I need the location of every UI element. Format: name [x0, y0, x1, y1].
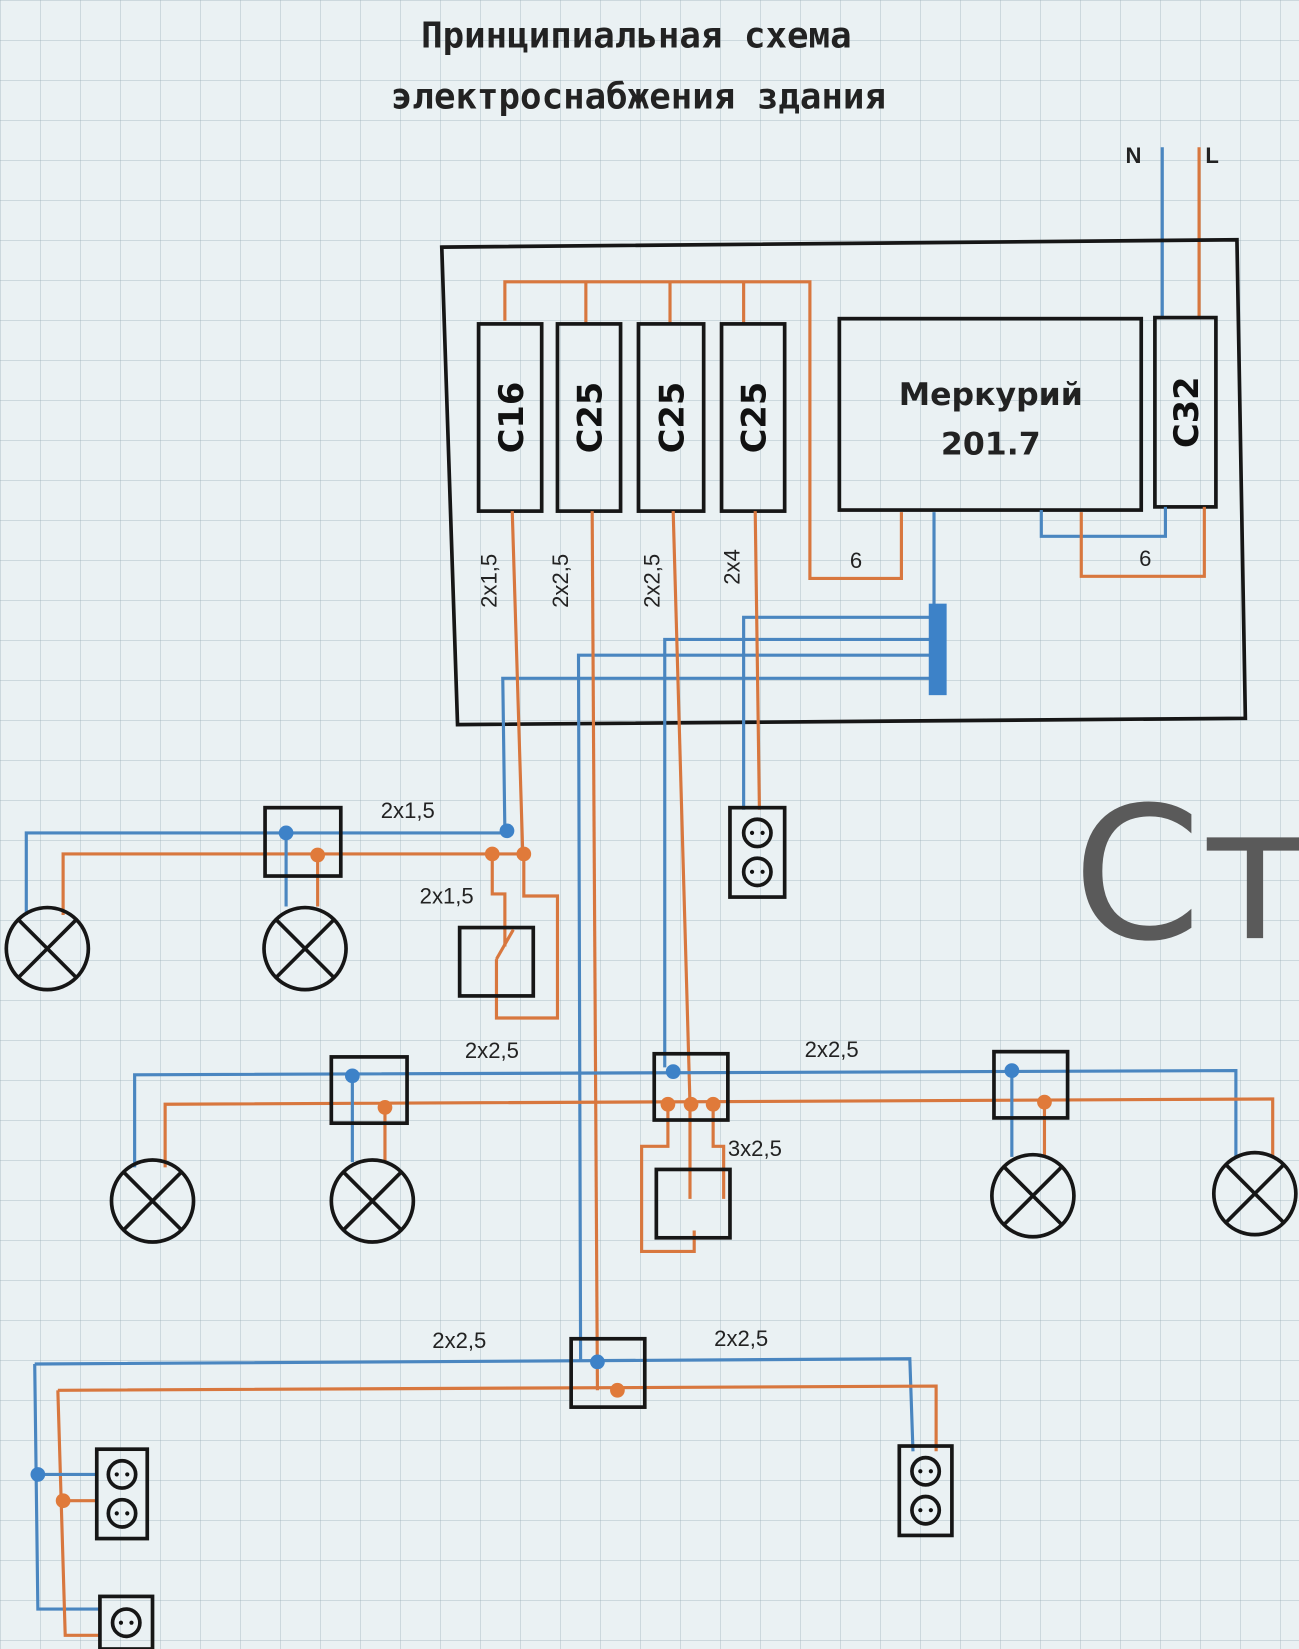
lamp-icon [4, 905, 91, 992]
cable-label: 2x2,5 [548, 554, 573, 608]
junction-box [569, 1336, 647, 1409]
junction-box [652, 1051, 730, 1122]
main-out-wire-label: 6 [1139, 546, 1151, 571]
phase-label: L [1205, 143, 1219, 168]
background-watermark-text: Ст [1073, 768, 1299, 982]
junction-box [263, 805, 343, 878]
breaker-label: C25 [735, 382, 774, 454]
breaker-label: C16 [492, 382, 531, 454]
cable-label: 2x2,5 [714, 1326, 768, 1351]
double-light-switch [654, 1167, 732, 1240]
breaker-c16: C16 [476, 322, 544, 513]
cable-label: 3x2,5 [728, 1136, 782, 1161]
lighting-circuit-1 [4, 805, 560, 1020]
lamp-icon [329, 1158, 416, 1244]
breaker-c25-2: C25 [636, 322, 706, 513]
cable-label: 2x1,5 [476, 554, 501, 608]
neutral-label: N [1125, 143, 1141, 168]
breaker-c25-3: C25 [719, 322, 787, 513]
lamp-icon [109, 1158, 196, 1244]
main-breaker-c32 [1153, 315, 1218, 509]
junction-box [992, 1049, 1070, 1120]
double-socket [94, 1447, 150, 1541]
meter-in-wire-label: 6 [850, 548, 862, 573]
light-switch [457, 925, 536, 998]
double-socket [897, 1444, 954, 1538]
socket-circuit [30, 1336, 954, 1649]
single-socket [98, 1594, 155, 1649]
lamp-icon [1211, 1150, 1298, 1237]
lamp-icon [262, 905, 348, 992]
meter-model: 201.7 [941, 426, 1041, 462]
cable-label: 2x2,5 [465, 1038, 519, 1063]
breaker-c25-1: C25 [555, 322, 623, 513]
cable-label: 2x1,5 [381, 798, 435, 823]
breaker-label: C25 [571, 382, 610, 454]
cable-label: 2x4 [719, 549, 744, 585]
double-socket-panel [728, 805, 787, 899]
cable-label: 2x1,5 [420, 883, 474, 908]
meter-name: Меркурий [899, 377, 1083, 413]
cable-label: 2x2,5 [805, 1037, 859, 1062]
neutral-busbar [928, 603, 947, 696]
electricity-meter [837, 316, 1144, 512]
cable-label: 2x2,5 [639, 554, 664, 608]
phase-wires [510, 511, 761, 1391]
neutral-wires [501, 615, 932, 1362]
diagram-title-line2: электроснабжения здания [391, 76, 886, 117]
breaker-label: C25 [653, 382, 692, 454]
meter-phase-link [1079, 506, 1206, 578]
diagram-title-line1: Принципиальная схема [421, 15, 852, 56]
lighting-circuit-2 [109, 1049, 1298, 1254]
lamp-icon [990, 1152, 1076, 1239]
meter-neutral-link [1039, 506, 1167, 538]
phase-busbar [503, 280, 903, 580]
main-breaker-label: C32 [1167, 376, 1206, 448]
junction-box [329, 1055, 409, 1126]
distribution-panel [439, 237, 1248, 727]
cable-label: 2x2,5 [432, 1328, 486, 1353]
